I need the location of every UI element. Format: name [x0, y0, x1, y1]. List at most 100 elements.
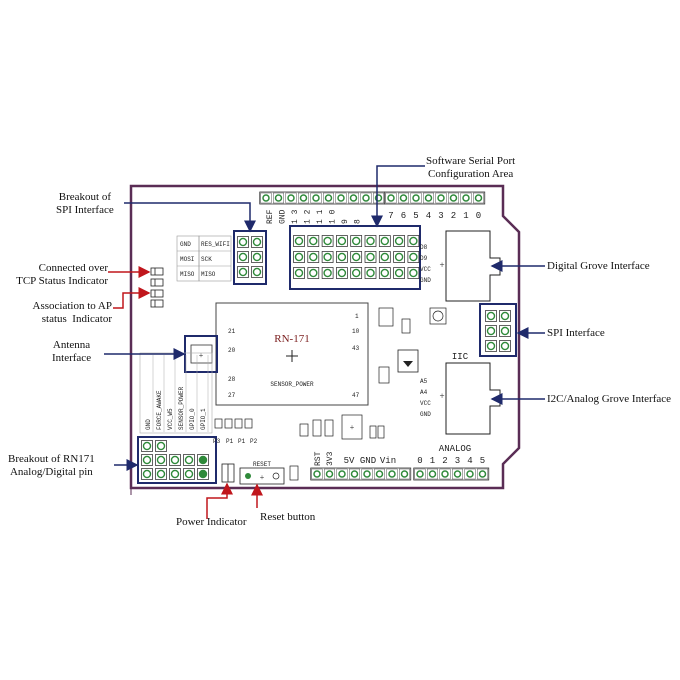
pin-hole: [252, 267, 262, 277]
header-body: [384, 191, 486, 205]
power-label: RST: [314, 451, 323, 466]
analog-label: 5: [480, 456, 485, 466]
header-pin: [462, 194, 470, 202]
rn171-breakout-pins: [141, 440, 209, 480]
spi-silk-labels: GND MOSI MISO RES_WIFI SCK MISO: [176, 235, 232, 282]
svg-text:A4: A4: [420, 389, 428, 396]
tcp-led: [150, 267, 164, 276]
breakout-label: GND: [145, 419, 152, 430]
label-software-serial: Software Serial Port Configuration Area: [426, 155, 516, 180]
pin-hole: [409, 252, 418, 262]
pin-hole: [486, 341, 496, 351]
spi-label: MISO: [180, 271, 195, 278]
pin-hole: [142, 441, 152, 451]
header-pin: [428, 470, 437, 478]
pin-hole: [486, 326, 496, 336]
header-pin: [299, 194, 308, 202]
label-reset-button: Reset button: [260, 511, 316, 523]
pin-hole: [366, 236, 375, 246]
header-label: 1 2: [304, 209, 313, 224]
label-i2c-grove: I2C/Analog Grove Interface: [547, 393, 672, 405]
label-rn171-breakout: Breakout of RN171 Analog/Digital pin: [8, 453, 95, 478]
header-pin: [441, 470, 449, 478]
header-pin: [337, 194, 345, 202]
header-pin: [466, 470, 474, 478]
header-pin: [449, 194, 458, 202]
spi-label: GND: [180, 241, 191, 248]
header-label: 1 0: [329, 209, 338, 224]
pin-hole: [156, 441, 166, 451]
header-pin: [412, 194, 420, 202]
power-label: 5V: [344, 456, 355, 466]
header-label: 1 1: [316, 209, 325, 224]
pin-hole: [238, 267, 248, 277]
arrow-power: [206, 482, 233, 519]
header-label: 0: [476, 211, 481, 221]
svg-text:P1: P1: [238, 438, 246, 445]
analog-label: 2: [442, 456, 447, 466]
label-tcp-status: Connected over TCP Status Indicator: [16, 262, 108, 287]
spi-label: RES_WIFI: [201, 241, 230, 248]
pin-hole: [294, 236, 304, 246]
pin-hole: [156, 455, 166, 465]
pin-hole: [337, 268, 347, 278]
header-label: REF: [266, 209, 275, 224]
pin-hole: [294, 268, 304, 278]
header-pin: [338, 470, 346, 478]
svg-text:P2: P2: [250, 438, 258, 445]
pin-hole: [351, 236, 361, 246]
ap-led: [150, 289, 164, 298]
svg-text:IIC: IIC: [452, 352, 469, 362]
header-label: 5: [413, 211, 418, 221]
pin-hole: [309, 252, 318, 262]
svg-text:D9: D9: [420, 255, 428, 262]
header-pin: [453, 470, 462, 478]
header-pin: [474, 194, 483, 202]
header-pin: [313, 470, 321, 478]
header-pin: [375, 470, 384, 478]
pin-hole: [394, 236, 404, 246]
power-label: Vin: [380, 456, 396, 466]
label-spi-interface: SPI Interface: [547, 327, 605, 339]
label-power-indicator: Power Indicator: [176, 516, 247, 528]
pin-hole: [238, 252, 248, 262]
pin-hole: [409, 268, 418, 278]
module-pin-label: 27: [228, 392, 236, 399]
label-ap-status: Association to AP status Indicator: [32, 300, 112, 325]
module-silk-text: SENSOR_POWER: [270, 381, 314, 388]
svg-text:GND: GND: [420, 277, 431, 284]
pin-hole: [366, 268, 375, 278]
pin-hole: [294, 252, 304, 262]
header-label: 1 3: [291, 209, 300, 224]
svg-text:D8: D8: [420, 244, 428, 251]
header-pin: [312, 194, 320, 202]
header-pin: [478, 470, 487, 478]
spi-label: SCK: [201, 256, 212, 263]
reset-switch[interactable]: RESET +: [239, 461, 285, 485]
pin-hole: [323, 236, 332, 246]
pin-hole: [380, 252, 390, 262]
header-pin: [363, 470, 371, 478]
header-label: 8: [354, 219, 363, 224]
header-label: 1: [463, 211, 468, 221]
svg-text:VCC: VCC: [420, 400, 431, 407]
svg-text:+: +: [439, 260, 444, 270]
header-pin: [349, 194, 358, 202]
breakout-label: GPIO_0: [189, 408, 196, 430]
i2c-grove-connector: + IIC A5 A4 VCC GND: [420, 352, 501, 435]
breakout-label: FORCE_AWAKE: [156, 390, 163, 430]
pin-hole: [409, 236, 418, 246]
pin-hole: [309, 236, 318, 246]
header-pin: [262, 194, 270, 202]
pin-hole: [394, 268, 404, 278]
analog-title: ANALOG: [439, 444, 471, 454]
pin-hole: [394, 252, 404, 262]
header-label: 7: [388, 211, 393, 221]
svg-text:+: +: [350, 423, 355, 432]
header-body: [310, 467, 412, 481]
pin-hole: [323, 252, 332, 262]
header-pin: [399, 194, 408, 202]
svg-text:A5: A5: [420, 378, 428, 385]
header-label: 9: [341, 219, 350, 224]
